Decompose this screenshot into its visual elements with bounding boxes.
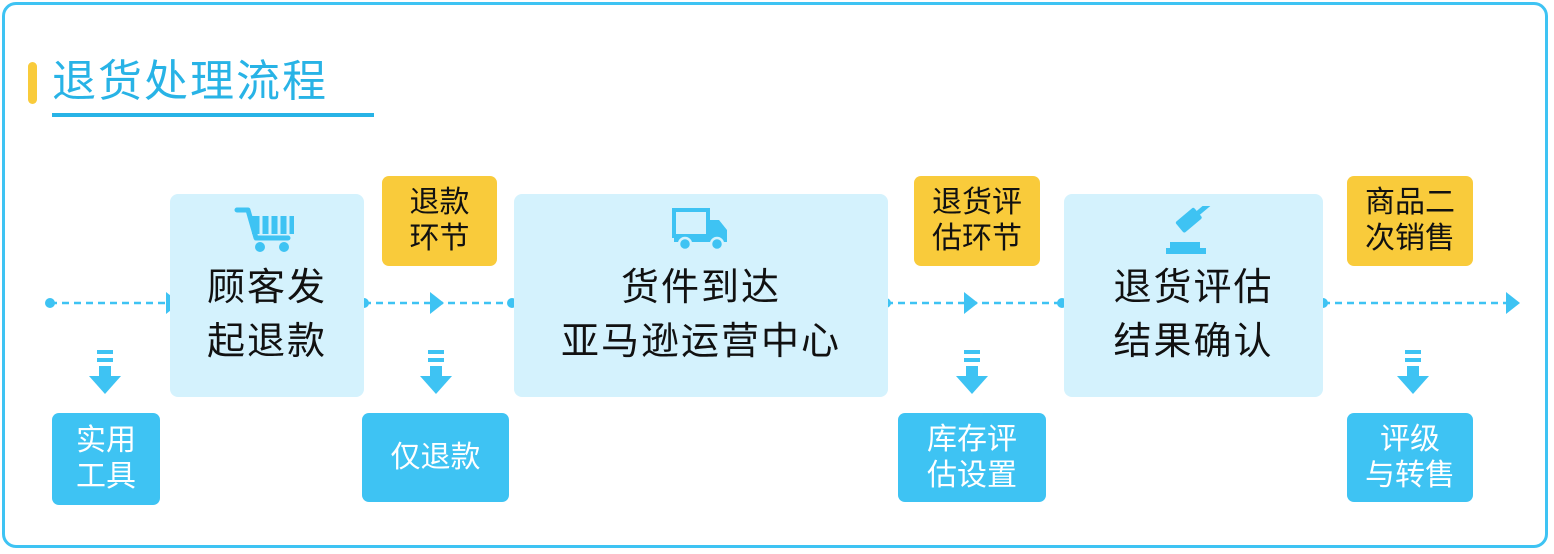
step-return-assessment-confirmed: 退货评估 结果确认 (1064, 194, 1323, 397)
down-arrow-icon (956, 350, 988, 394)
title-underline (52, 113, 374, 117)
step-label: 顾客发 起退款 (206, 264, 327, 363)
diagram-title: 退货处理流程 (52, 56, 328, 107)
action-refund-only[interactable]: 仅退款 (362, 413, 509, 502)
down-arrow-icon (1397, 350, 1429, 394)
step-customer-initiates-refund: 顾客发 起退款 (170, 194, 364, 397)
flow-arrowhead (430, 292, 444, 314)
action-practical-tools[interactable]: 实用 工具 (52, 413, 160, 505)
gavel-icon (1164, 199, 1224, 260)
step-label: 退货评估 结果确认 (1113, 264, 1274, 363)
down-arrow-icon (420, 350, 452, 394)
flow-arrowhead (964, 292, 978, 314)
shopping-cart-icon (234, 206, 300, 258)
step-shipment-arrives: 货件到达 亚马逊运营中心 (514, 194, 888, 397)
step-label: 货件到达 亚马逊运营中心 (560, 264, 841, 363)
flow-arrowhead (1506, 292, 1520, 314)
delivery-truck-icon (671, 206, 731, 258)
action-inventory-assessment-settings[interactable]: 库存评 估设置 (898, 413, 1046, 502)
action-grading-and-resale[interactable]: 评级 与转售 (1347, 413, 1473, 502)
title-marker (28, 62, 37, 104)
badge-resale-stage: 商品二 次销售 (1347, 176, 1473, 266)
badge-refund-stage: 退款 环节 (382, 176, 497, 266)
flow-dot (45, 298, 55, 308)
badge-return-assessment-stage: 退货评 估环节 (914, 176, 1040, 266)
down-arrow-icon (89, 350, 121, 394)
